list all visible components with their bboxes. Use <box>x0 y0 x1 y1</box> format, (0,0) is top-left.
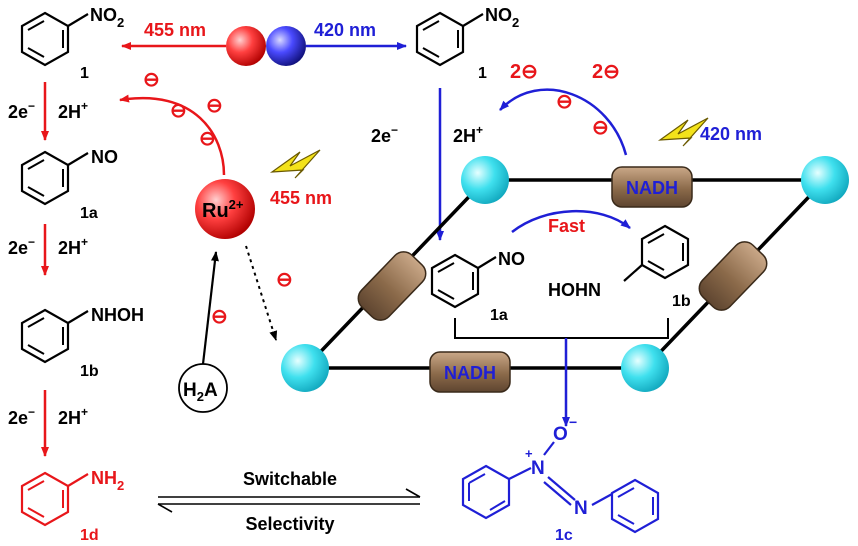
azoxy-n1: N <box>531 458 545 479</box>
ru-label: Ru2+ <box>202 197 244 222</box>
amine-label: NH2 <box>91 468 124 493</box>
equilibrium-arrows <box>157 488 421 513</box>
linker-block <box>698 241 768 311</box>
right-nitro-id: 1 <box>478 65 487 82</box>
left-nitro-label: NO2 <box>90 5 124 30</box>
left-step2-protons: 2H+ <box>58 235 88 258</box>
switch-red-label: 455 nm <box>144 20 206 40</box>
metal-node-sphere <box>281 344 329 392</box>
right-nitroso-id: 1a <box>490 307 508 324</box>
lightning-bolt-icon <box>657 117 709 147</box>
ru-electron-arc <box>119 94 226 176</box>
left-step3-protons: 2H+ <box>58 405 88 428</box>
left-hydroxylamine: NHOH 1b <box>20 305 144 380</box>
minus-icon: ⊖ <box>170 100 187 122</box>
lightning-bolt-icon <box>269 149 321 179</box>
left-step3-electrons: 2e− <box>8 405 35 428</box>
right-nitrosobenzene: NO 1a <box>430 249 525 324</box>
minus-icon: ⊖ <box>556 91 573 113</box>
blue-light-sphere <box>266 26 306 66</box>
left-hydroxyl-label: NHOH <box>91 305 144 325</box>
left-step1-electrons: 2e− <box>8 99 35 122</box>
linker-block <box>357 251 427 321</box>
nadh-top-label: NADH <box>626 178 678 198</box>
minus-icon: ⊖ <box>592 117 609 139</box>
right-step-electrons: 2e− <box>371 123 398 146</box>
left-nitroso-label: NO <box>91 147 118 167</box>
ru-light-label: 455 nm <box>270 188 332 208</box>
left-nitro-id: 1 <box>80 65 89 82</box>
left-nitrobenzene: NO2 1 <box>20 5 124 82</box>
right-nitroso-label: NO <box>498 249 525 269</box>
minus-icon: ⊖ <box>276 269 293 291</box>
two-minus-right: 2⊖ <box>592 61 620 83</box>
azoxybenzene: N + O − N 1c <box>461 414 660 544</box>
right-hydroxylamine: HOHN 1b <box>548 224 691 310</box>
metal-node-sphere <box>461 156 509 204</box>
azoxy-o: O <box>553 424 568 445</box>
selectivity-label: Selectivity <box>245 514 334 534</box>
donor-label: H2A <box>183 380 218 404</box>
switch-blue-label: 420 nm <box>314 20 376 40</box>
nadh-bottom-label: NADH <box>444 363 496 383</box>
left-nitrosobenzene: NO 1a <box>20 147 118 222</box>
switchable-label: Switchable <box>243 469 337 489</box>
two-minus-left: 2⊖ <box>510 61 538 83</box>
metal-node-sphere <box>801 156 849 204</box>
azoxy-o-minus: − <box>569 414 577 430</box>
right-hydroxyl-id: 1b <box>672 293 691 310</box>
minus-icon: ⊖ <box>199 128 216 150</box>
nadh-block-top: NADH <box>611 166 693 208</box>
fast-condensation-arrow <box>511 210 631 233</box>
right-light-label: 420 nm <box>700 124 762 144</box>
azoxy-n2: N <box>574 498 588 519</box>
amine-id: 1d <box>80 527 99 544</box>
azoxy-id: 1c <box>555 527 573 544</box>
combine-bracket <box>454 318 669 339</box>
nadh-electron-arc <box>499 88 628 156</box>
left-hydroxyl-id: 1b <box>80 363 99 380</box>
ru-catalyst-sphere <box>195 179 255 239</box>
minus-icon: ⊖ <box>143 69 160 91</box>
fast-label: Fast <box>548 216 585 236</box>
left-nitroso-id: 1a <box>80 205 98 222</box>
donor-circle <box>178 363 228 413</box>
red-light-sphere <box>226 26 266 66</box>
right-nitrobenzene: NO2 1 <box>415 5 519 82</box>
right-hydroxyl-label: HOHN <box>548 280 601 300</box>
metal-node-sphere <box>621 344 669 392</box>
left-step1-protons: 2H+ <box>58 99 88 122</box>
dotted-transfer-arrow <box>245 245 278 341</box>
donor-arrow <box>201 251 219 365</box>
right-step-protons: 2H+ <box>453 123 483 146</box>
left-step2-electrons: 2e− <box>8 235 35 258</box>
azoxy-plus: + <box>525 446 533 461</box>
minus-icon: ⊖ <box>211 306 228 328</box>
nadh-block-bottom: NADH <box>429 351 511 393</box>
right-nitro-label: NO2 <box>485 5 519 30</box>
aniline: NH2 1d <box>20 468 124 544</box>
minus-icon: ⊖ <box>206 95 223 117</box>
